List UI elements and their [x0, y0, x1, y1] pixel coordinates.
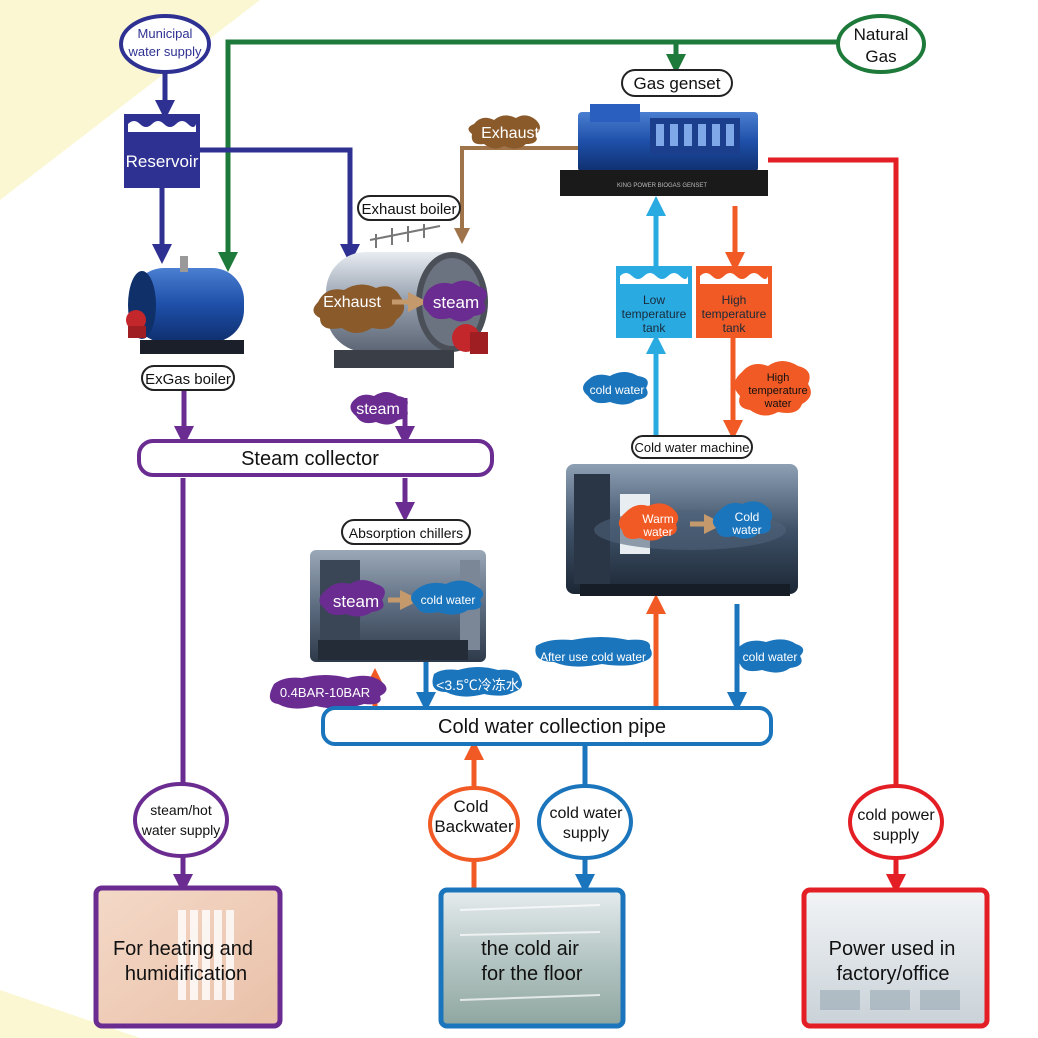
- exhaust-line: [454, 146, 580, 244]
- heating-line2: humidification: [125, 963, 247, 985]
- high-temp-water-line2: temperature: [748, 385, 807, 397]
- low-tank-line1: Low: [643, 293, 665, 307]
- cold-water-tag-lower-label: cold water: [743, 650, 798, 664]
- genset-plate-text: KING POWER BIOGAS GENSET: [617, 183, 707, 189]
- gas-genset-label: Gas genset: [634, 74, 721, 93]
- low-tank-line3: tank: [643, 321, 667, 335]
- cold-air-line2: for the floor: [481, 963, 583, 985]
- cold-water-line2: water: [731, 523, 761, 537]
- low-tank-line2: temperature: [622, 307, 687, 321]
- steam-collector: Steam collector: [137, 439, 494, 477]
- after-use-cold-water-tag: After use cold water: [535, 637, 652, 667]
- municipal-water-line1: Municipal: [138, 26, 193, 41]
- warm-water-line1: Warm: [642, 512, 674, 526]
- chilled-tag: <3.5℃冷冻水: [432, 667, 522, 697]
- cold-water-tag-upper-label: cold water: [590, 383, 645, 397]
- cold-power-supply-node: cold power supply: [848, 784, 944, 860]
- cold-water-tag-lower: cold water: [735, 639, 804, 673]
- cold-water-machine: Cold water machine Warm water Cold water: [566, 435, 798, 596]
- exhaust-boiler-label: Exhaust boiler: [361, 201, 456, 218]
- cold-backwater-line1: Cold: [454, 797, 489, 816]
- natural-gas-node: Natural Gas: [836, 14, 926, 74]
- power-destination: Power used in factory/office: [801, 887, 990, 1029]
- exhaust-boiler: Exhaust boiler Exhaust steam: [313, 195, 488, 368]
- reservoir-label: Reservoir: [126, 152, 199, 171]
- power-line1: Power used in: [829, 938, 956, 960]
- cold-water-line1: Cold: [735, 510, 760, 524]
- natural-gas-line1: Natural: [854, 25, 909, 44]
- cold-water-supply-line1: cold water: [550, 805, 624, 822]
- power-line2: factory/office: [836, 963, 949, 985]
- high-tank-line1: High: [722, 293, 747, 307]
- high-tank-line3: tank: [723, 321, 747, 335]
- heating-line1: For heating and: [113, 938, 253, 960]
- reservoir: Reservoir: [124, 114, 200, 188]
- exhaust-tag-top: Exhaust: [468, 115, 540, 149]
- power-line: [768, 157, 906, 894]
- water-supply-line: [152, 72, 360, 264]
- tank-lines: [646, 196, 745, 440]
- cold-water-machine-label: Cold water machine: [635, 440, 750, 455]
- municipal-water-line2: water supply: [128, 44, 202, 59]
- exgas-boiler: ExGas boiler: [126, 256, 244, 391]
- steam-out-label: steam: [433, 293, 479, 312]
- cold-power-line2: supply: [873, 827, 919, 844]
- exhaust-in-label: Exhaust: [323, 294, 381, 311]
- absorption-chillers-label: Absorption chillers: [349, 525, 463, 541]
- cold-air-destination: the cold air for the floor: [438, 887, 626, 1029]
- high-temp-water-line3: water: [764, 398, 792, 410]
- cold-power-line1: cold power: [857, 807, 935, 824]
- gas-supply-line: [218, 39, 838, 272]
- steam-hot-line1: steam/hot: [150, 802, 212, 818]
- cold-backwater-node: Cold Backwater: [428, 786, 520, 862]
- pressure-tag: 0.4BAR-10BAR: [269, 675, 387, 709]
- cold-water-collection-pipe: Cold water collection pipe: [321, 706, 773, 746]
- steam-hot-line2: water supply: [141, 822, 221, 838]
- low-temperature-tank: Low temperature tank: [616, 266, 692, 338]
- chilled-tag-label: <3.5℃冷冻水: [436, 677, 520, 693]
- exgas-boiler-label: ExGas boiler: [145, 371, 231, 388]
- natural-gas-line2: Gas: [865, 47, 896, 66]
- cold-water-pipe-label: Cold water collection pipe: [438, 716, 666, 738]
- high-temp-water-line1: High: [767, 372, 790, 384]
- steam-collector-label: Steam collector: [241, 448, 379, 470]
- chiller-cold-water-label: cold water: [421, 593, 476, 607]
- after-use-label: After use cold water: [540, 650, 646, 664]
- pressure-tag-label: 0.4BAR-10BAR: [280, 685, 370, 700]
- municipal-water-node: Municipal water supply: [119, 14, 211, 74]
- warm-water-line2: water: [642, 525, 672, 539]
- heating-destination: For heating and humidification: [93, 885, 283, 1029]
- absorption-chiller: Absorption chillers steam cold water: [310, 519, 486, 662]
- cold-water-tag-upper: cold water: [583, 372, 648, 405]
- exhaust-tag-label: Exhaust: [481, 125, 539, 142]
- high-tank-line2: temperature: [702, 307, 767, 321]
- steam-hot-water-supply-node: steam/hot water supply: [133, 782, 229, 858]
- chiller-steam-label: steam: [333, 592, 379, 611]
- high-temperature-tank: High temperature tank: [696, 266, 772, 338]
- cold-water-supply-line2: supply: [563, 825, 609, 842]
- high-temp-water-tag: High temperature water: [734, 361, 811, 416]
- steam-tag: steam: [350, 392, 408, 425]
- gas-genset: Gas genset KING POWER BIOGAS GENSET: [560, 69, 768, 196]
- cold-water-supply-node: cold water supply: [537, 784, 633, 860]
- cold-backwater-line2: Backwater: [434, 817, 514, 836]
- cold-air-line1: the cold air: [481, 938, 579, 960]
- steam-tag-label: steam: [356, 401, 400, 418]
